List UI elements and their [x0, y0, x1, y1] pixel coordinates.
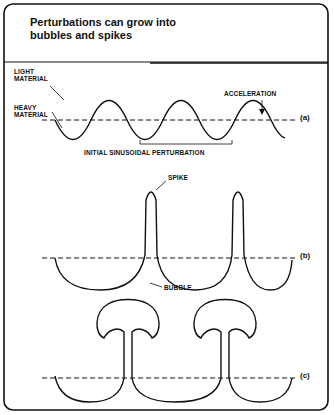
panel-letter: (a): [300, 114, 310, 123]
bubble-spike-outline: [55, 192, 292, 290]
frame-border: [4, 4, 328, 410]
panel-letter: (c): [300, 372, 310, 381]
interface-line: [42, 378, 298, 379]
interface-line: [42, 120, 298, 121]
perturbation-label: INITIAL SINUSOIDAL PERTURBATION: [84, 149, 204, 156]
material-label: LIGHT MATERIAL: [14, 68, 54, 82]
interface-line: [42, 258, 298, 259]
spike-label: SPIKE: [168, 174, 188, 181]
leader-line: [50, 86, 64, 100]
sinusoidal-perturbation: [55, 101, 285, 140]
leader-line: [52, 112, 62, 128]
bracket: [140, 140, 232, 144]
header-rule: [4, 61, 328, 62]
mushroom-spike-outline: [55, 300, 292, 403]
leader-line: [156, 181, 166, 190]
bubble-label: BUBBLE: [164, 284, 192, 291]
acceleration-arrow: [259, 109, 265, 115]
panel-letter: (b): [300, 252, 310, 261]
material-label: HEAVY MATERIAL: [14, 104, 54, 118]
leader-line: [150, 283, 162, 287]
acceleration-label: ACCELERATION: [224, 90, 276, 97]
figure-title: Perturbations can grow into bubbles and …: [30, 16, 220, 42]
header-rule: [150, 62, 328, 63]
